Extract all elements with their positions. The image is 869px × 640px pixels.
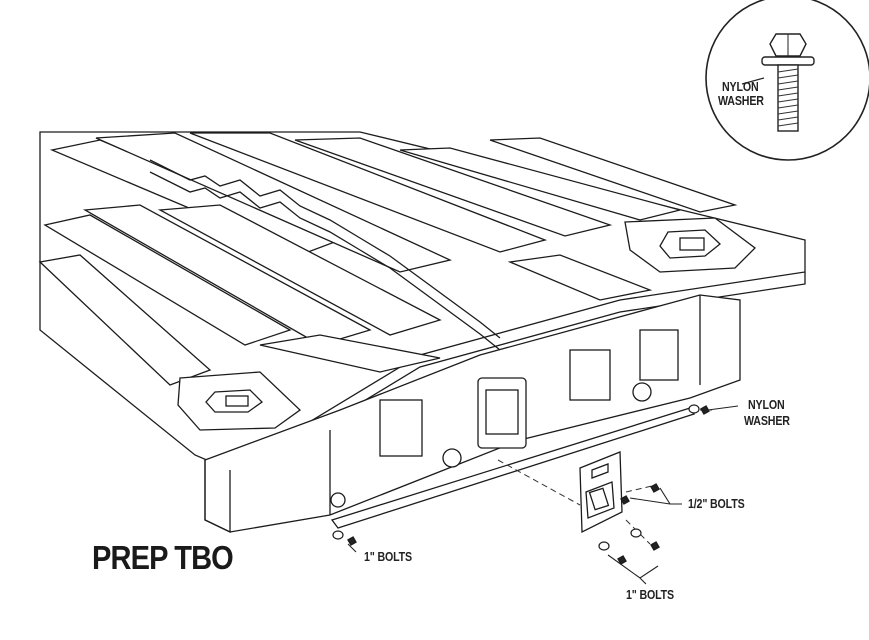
inset-washer-label-line2: WASHER	[718, 93, 764, 108]
fasteners	[332, 404, 710, 565]
washer	[598, 541, 610, 551]
roller	[442, 448, 462, 468]
bolt-icon	[620, 495, 630, 505]
nylon-washer	[688, 404, 700, 414]
drawer-latch	[379, 399, 423, 457]
deck-panel	[189, 132, 548, 253]
bolt-icon	[347, 536, 357, 546]
deck-panel	[259, 334, 441, 373]
right-washer-label-line1: NYLON	[748, 397, 785, 412]
deck-panel	[489, 137, 738, 213]
deck-panel	[43, 214, 292, 346]
half-inch-bolts-label: 1/2" BOLTS	[688, 496, 745, 511]
washer	[332, 530, 344, 540]
page-title: PREP TBO	[92, 539, 234, 576]
roller	[632, 382, 652, 402]
deck-panel	[95, 132, 452, 273]
bolt-icon	[700, 405, 710, 415]
deck-panel	[294, 137, 613, 237]
drawer-latch	[569, 349, 611, 401]
leader-lines	[347, 405, 739, 585]
bolt-icon	[617, 555, 627, 565]
washer-detail-inset	[705, 0, 869, 161]
one-inch-bolts-bottom-label: 1" BOLTS	[626, 587, 674, 602]
right-washer-label-line2: WASHER	[744, 413, 790, 428]
inset-washer-label-line1: NYLON	[722, 79, 759, 94]
deck-panel	[399, 147, 683, 221]
center-rail	[149, 159, 501, 339]
deck-panel	[157, 204, 442, 336]
deck-panel	[38, 254, 212, 386]
deck-panel	[82, 204, 372, 346]
bolt-icon	[650, 541, 660, 551]
front-trim-plate	[330, 407, 696, 529]
one-inch-bolts-left-label: 1" BOLTS	[364, 549, 412, 564]
deck-assembly	[38, 131, 806, 534]
roller	[330, 492, 346, 508]
inset-leader	[741, 77, 765, 85]
inset-nylon-washer	[761, 56, 815, 66]
drawer-latch	[639, 329, 679, 381]
bolt-icon	[650, 483, 660, 493]
washer	[630, 528, 642, 538]
deck-panel	[507, 254, 653, 301]
exploded-bracket	[579, 451, 623, 534]
